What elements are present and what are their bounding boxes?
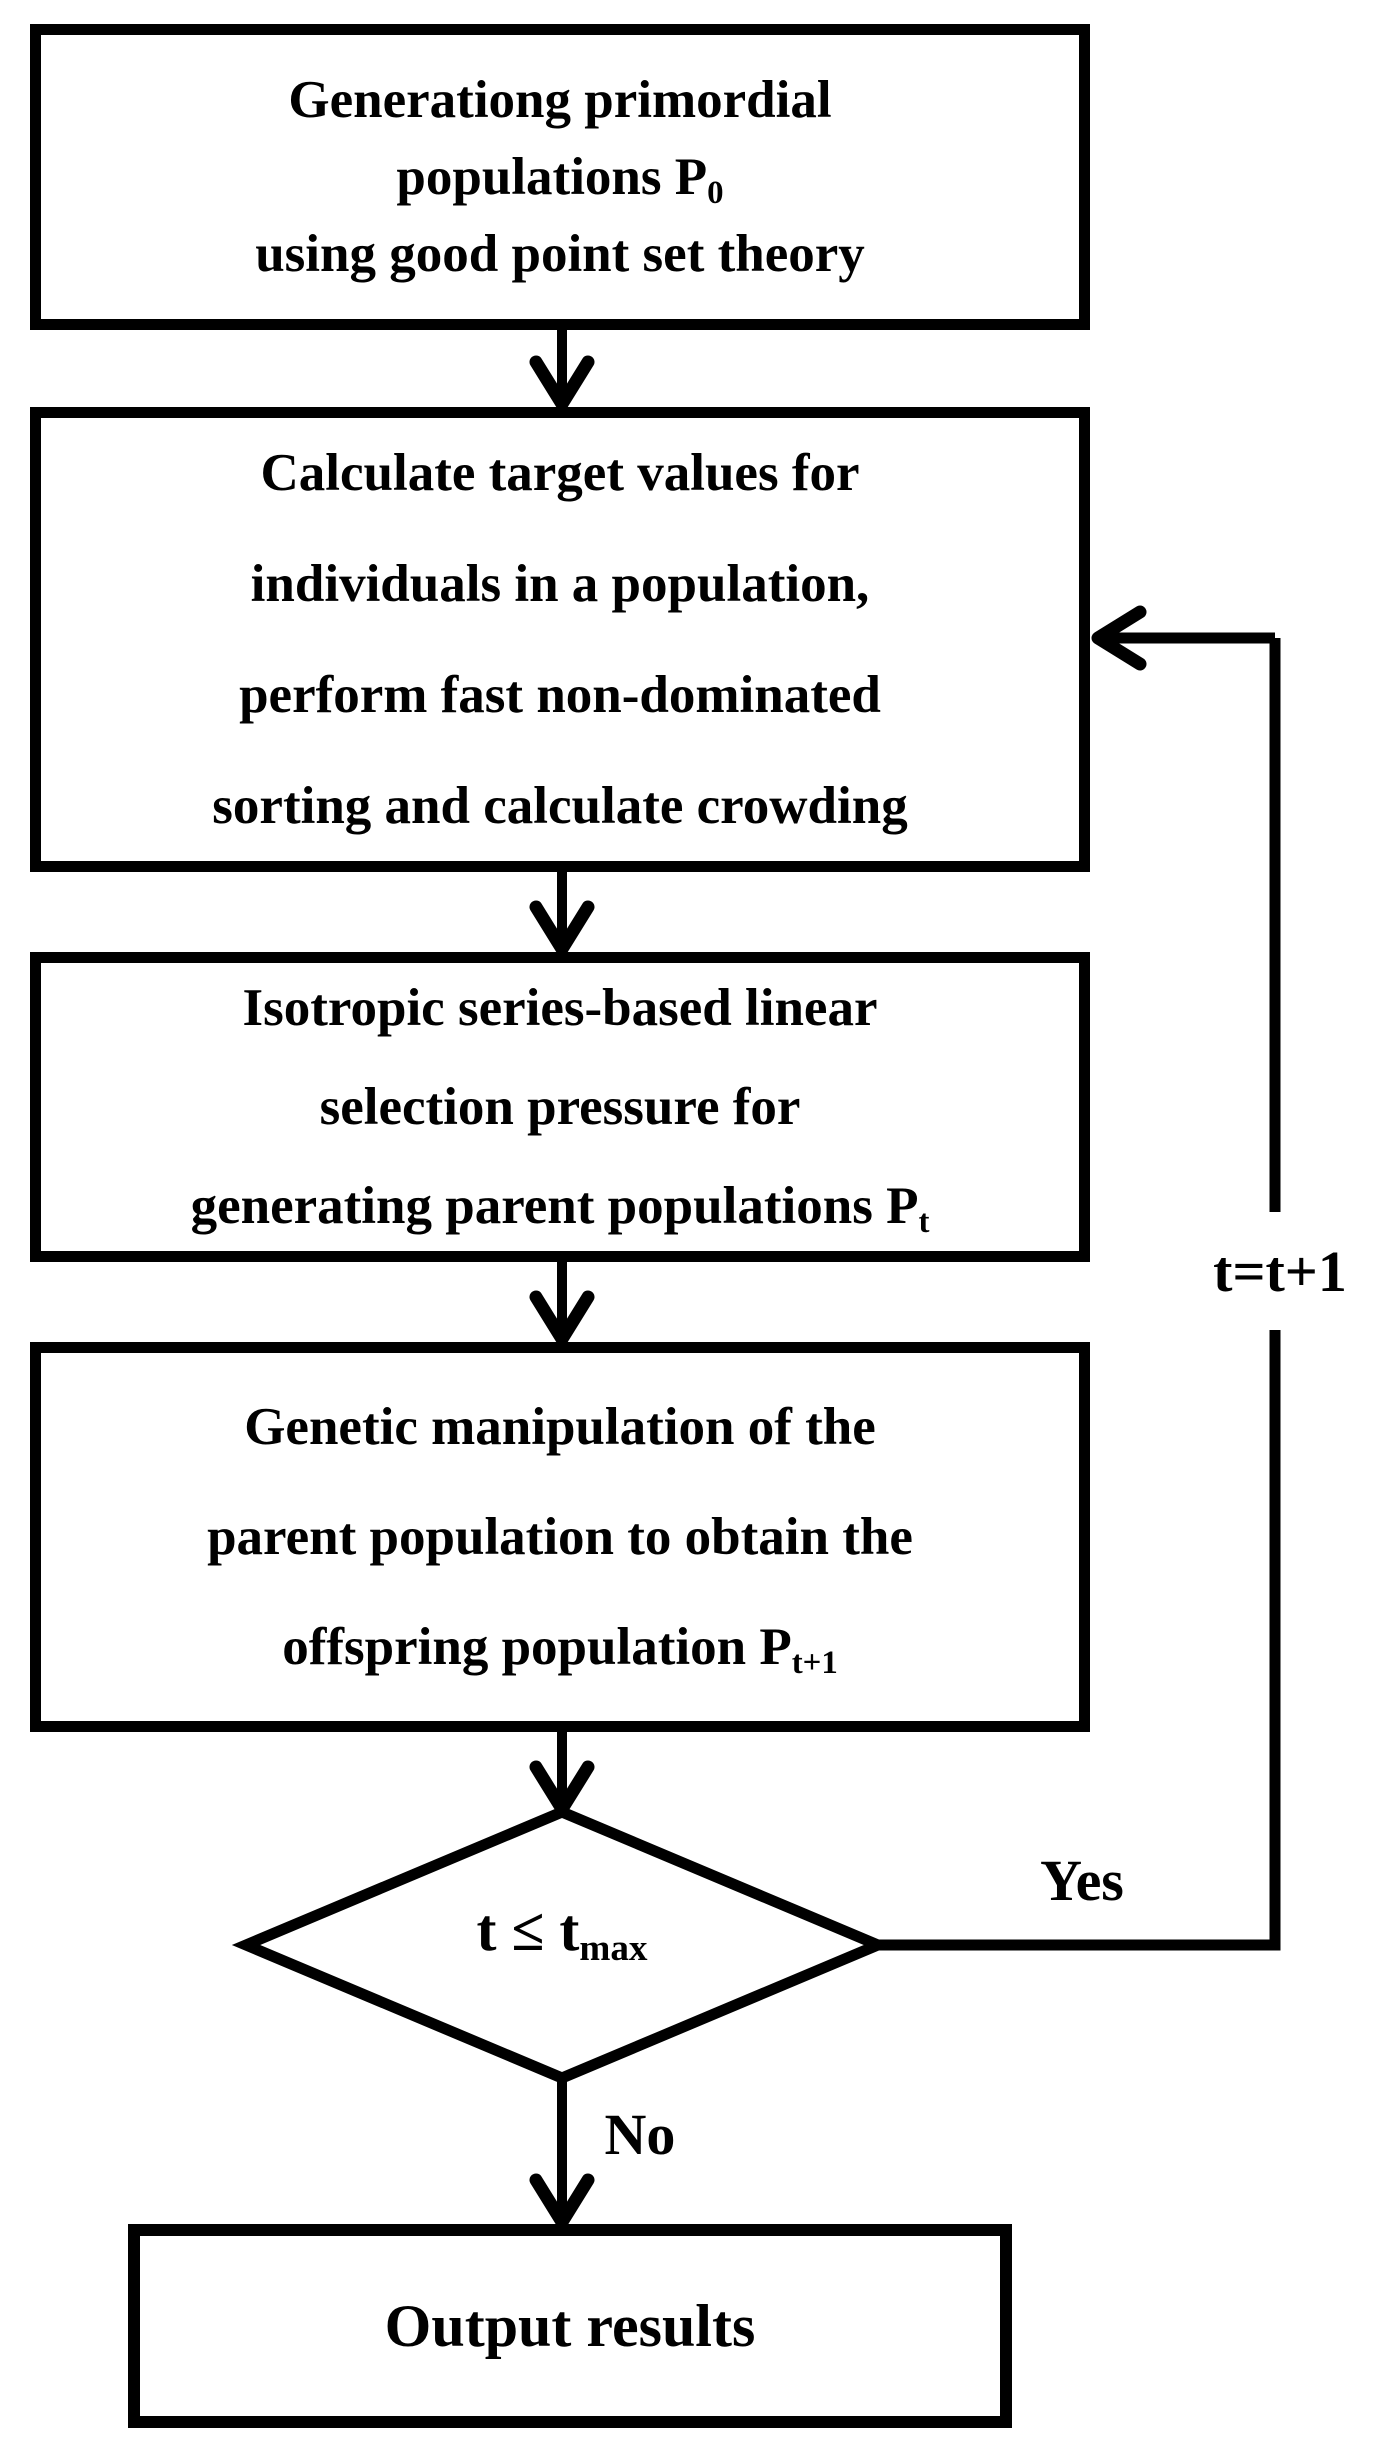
loop-yes-branch (878, 605, 1281, 1951)
increment-counter-label: t=t+1 (1213, 1239, 1347, 1304)
box4-line2: parent population to obtain the (207, 1508, 913, 1566)
arrow-box1-to-box2 (529, 330, 595, 411)
arrow-box4-to-decision (529, 1732, 595, 1816)
arrow-box3-to-box4 (529, 1262, 595, 1346)
process-box-selection-pressure: Isotropic series-based linear selection … (30, 952, 1090, 1262)
box1-line1: Generationg primordial (288, 70, 832, 129)
arrow-decision-to-output (529, 2078, 595, 2229)
subscript: t (918, 1203, 930, 1240)
subscript: max (579, 1928, 648, 1970)
box3-line3: generating parent populations Pt (190, 1176, 930, 1240)
box4-line1: Genetic manipulation of the (244, 1398, 876, 1456)
subscript: t+1 (791, 1645, 838, 1682)
box2-line1: Calculate target values for (260, 443, 860, 502)
box4-line3: offspring population Pt+1 (282, 1618, 838, 1682)
decision-condition-label: t ≤ tmax (476, 1897, 648, 1970)
no-branch-label: No (604, 2102, 676, 2167)
box2-line3: perform fast non-dominated (239, 665, 881, 724)
process-box-calculate-target-values: Calculate target values for individuals … (30, 407, 1090, 872)
output-results-box: Output results (128, 2224, 1012, 2428)
yes-branch-label: Yes (1040, 1848, 1124, 1913)
output-box-label: Output results (384, 2292, 756, 2359)
box2-line2: individuals in a population, (250, 554, 870, 613)
subscript: 0 (707, 174, 724, 211)
box3-line1: Isotropic series-based linear (242, 978, 878, 1037)
box1-line2: populations P0 (396, 147, 724, 211)
box2-line4: sorting and calculate crowding (212, 776, 908, 835)
process-box-genetic-manipulation: Genetic manipulation of the parent popul… (30, 1342, 1090, 1732)
process-box-generate-initial-population: Generationg primordial populations P0 us… (30, 24, 1090, 330)
box3-line2: selection pressure for (319, 1077, 801, 1136)
arrow-box2-to-box3 (529, 872, 595, 956)
box1-line3: using good point set theory (255, 224, 865, 283)
